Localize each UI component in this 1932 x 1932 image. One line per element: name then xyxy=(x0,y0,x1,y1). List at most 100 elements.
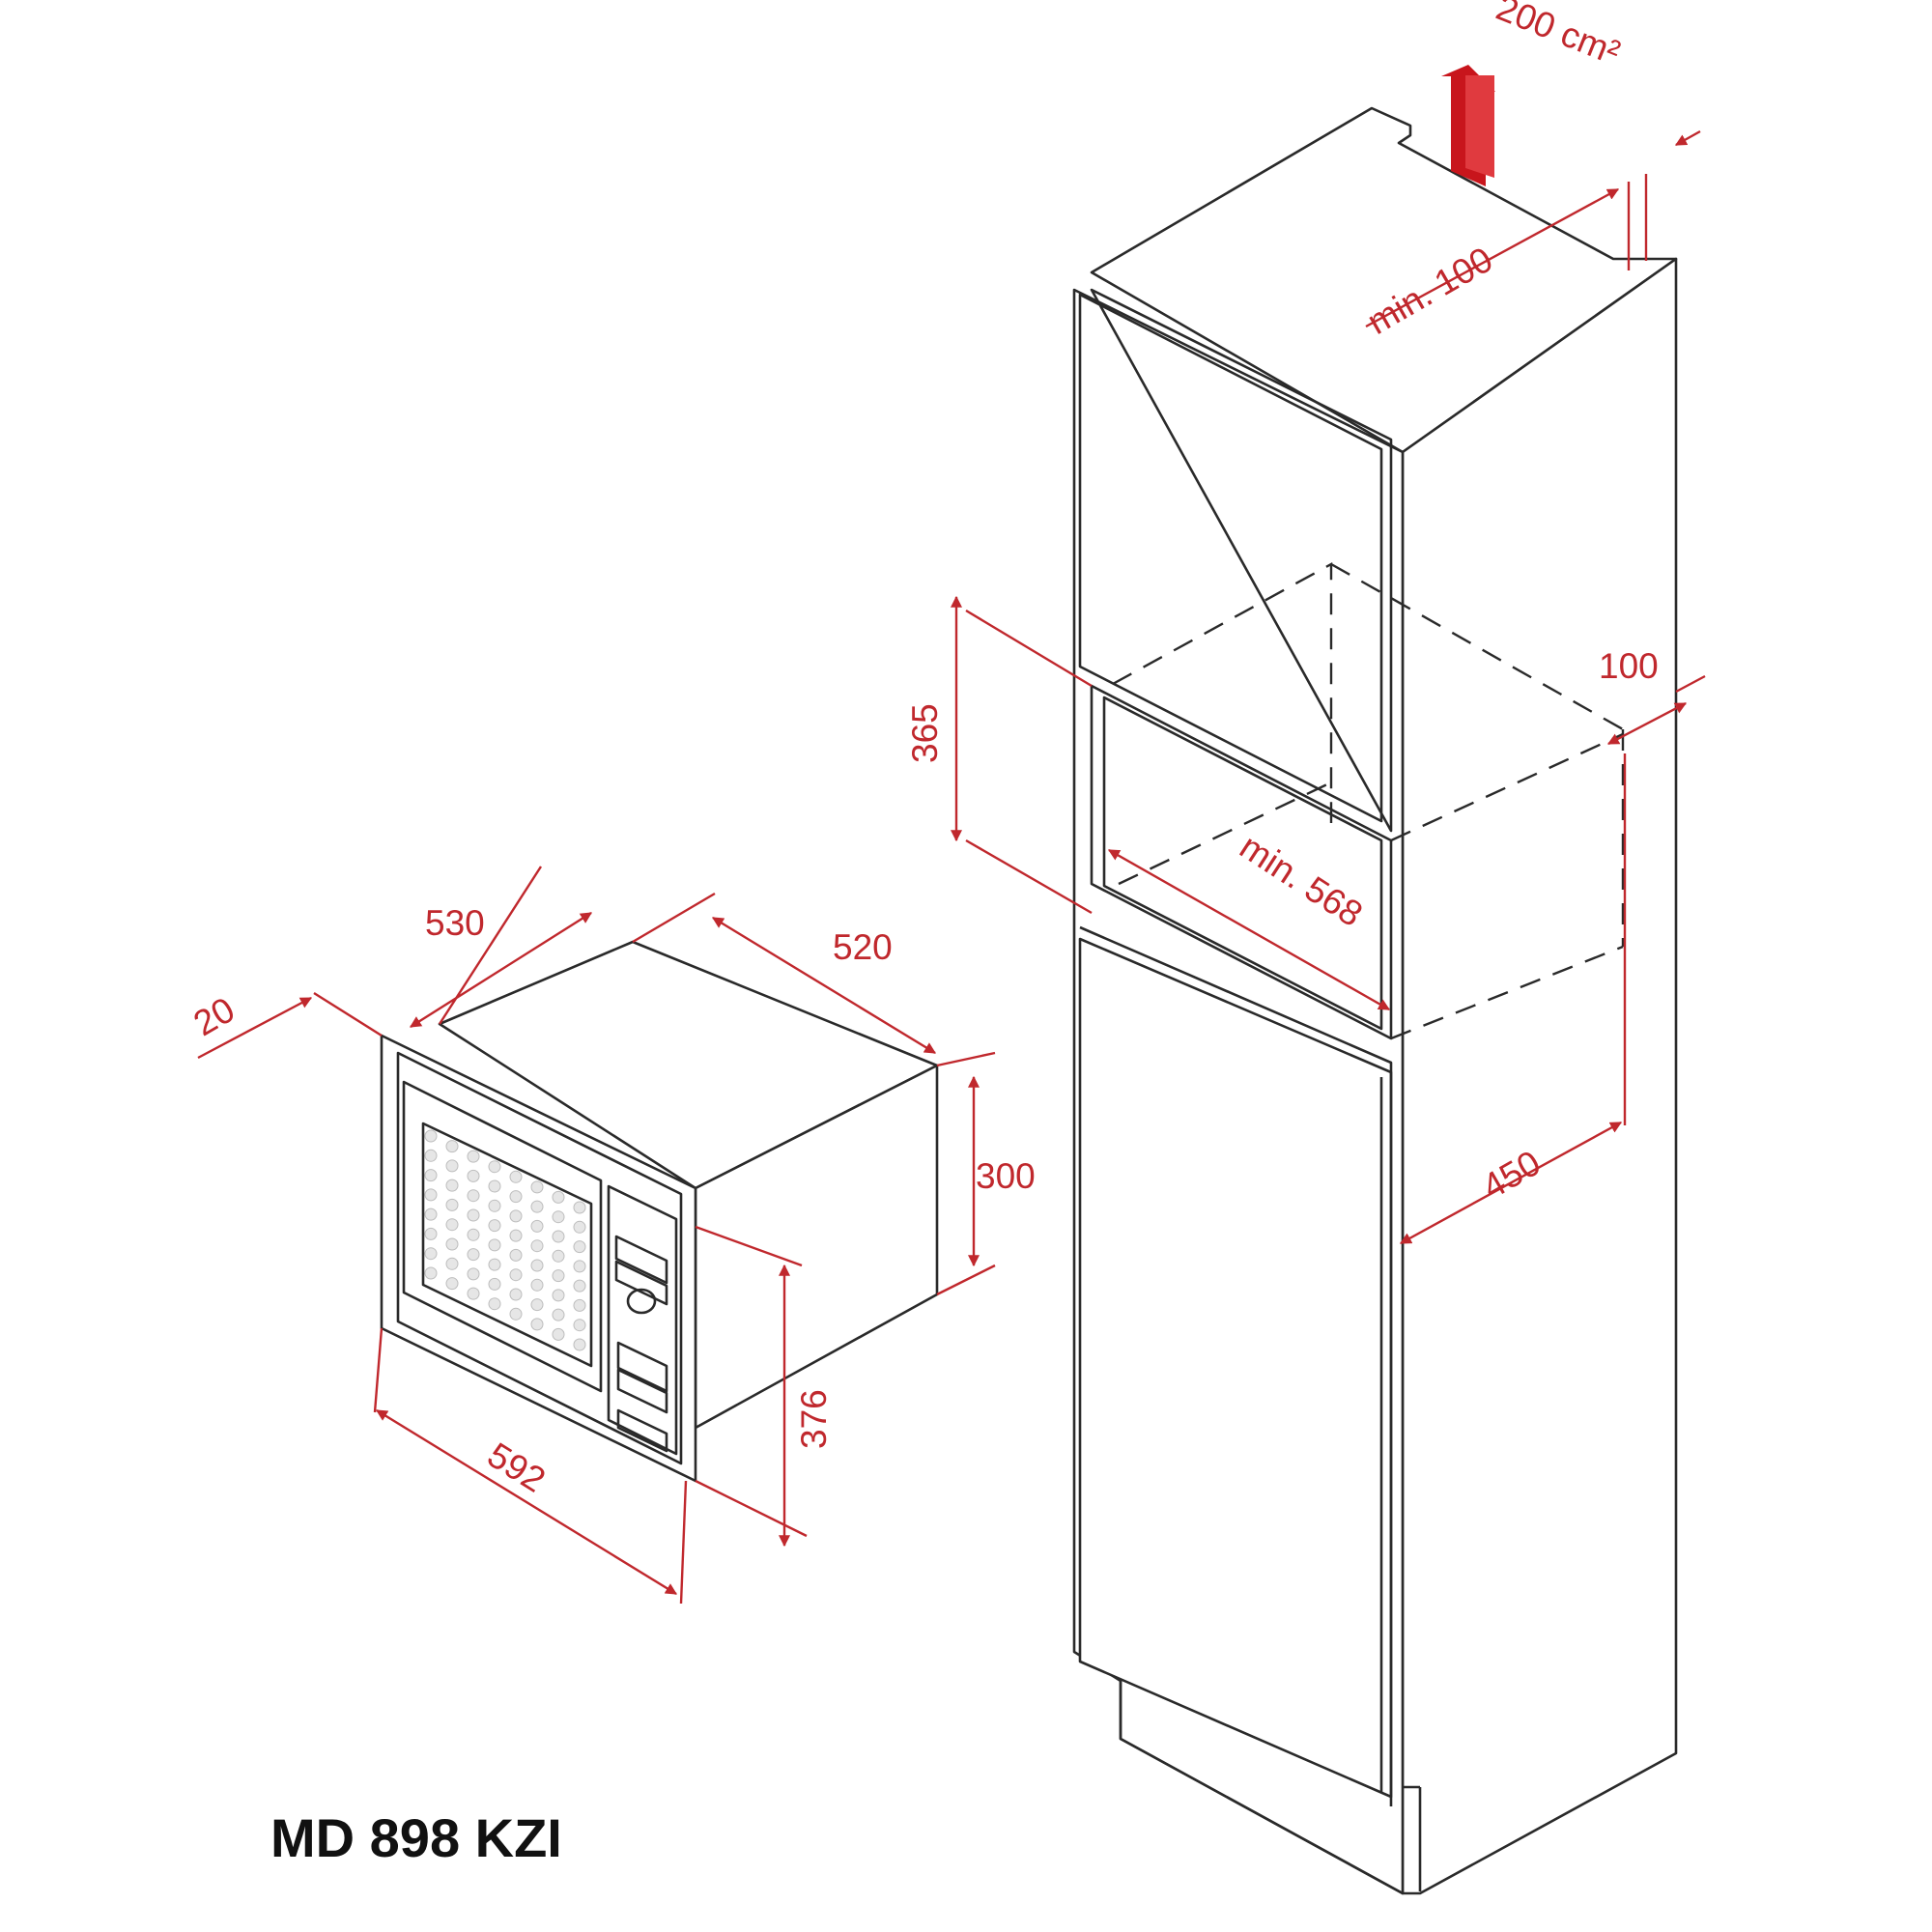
perforation-dot xyxy=(445,1277,459,1291)
perforation-dot xyxy=(424,1227,438,1240)
perforation-dot xyxy=(424,1149,438,1162)
perforation-dot xyxy=(509,1209,523,1223)
perforation-dot xyxy=(424,1129,438,1143)
perforation-dot xyxy=(467,1208,480,1222)
dim-line-frame-depth xyxy=(197,996,313,1060)
dim-line-niche-width xyxy=(1107,848,1391,1011)
perforation-dot xyxy=(552,1308,565,1321)
perforation-dot xyxy=(467,1248,480,1262)
perforation-dot xyxy=(573,1338,586,1351)
ext-line xyxy=(632,892,716,944)
perforation-dot xyxy=(488,1160,501,1174)
model-label: MD 898 KZI xyxy=(270,1807,562,1868)
perforation-dot xyxy=(424,1188,438,1202)
dim-label-frame-width: 592 xyxy=(481,1435,553,1499)
perforation-dot xyxy=(573,1240,586,1254)
perforation-dot xyxy=(509,1190,523,1204)
niche-floor-right-hidden xyxy=(1390,945,1624,1040)
perforation-dot xyxy=(552,1327,565,1341)
perforation-dot xyxy=(509,1288,523,1301)
perforation-dot xyxy=(509,1268,523,1282)
perforation-dot xyxy=(552,1289,565,1302)
ext-line xyxy=(1675,674,1706,694)
cabinet-side xyxy=(1401,257,1678,1895)
cabinet-drawing: 200 cm² min. 100 365 min. 568 100 450 xyxy=(905,0,1706,1895)
dim-label-niche-height: 365 xyxy=(905,703,945,763)
perforation-dot xyxy=(467,1150,480,1163)
ext-line xyxy=(373,1327,384,1413)
perforation-dot xyxy=(552,1190,565,1204)
dim-label-width: 530 xyxy=(425,903,485,943)
lower-door xyxy=(1078,937,1393,1799)
ventilation-arrow-shade xyxy=(1465,75,1494,178)
perforation-dot xyxy=(488,1258,501,1271)
perforation-dot xyxy=(530,1298,544,1312)
perforation-dot xyxy=(530,1180,544,1194)
microwave-frame-inner-edge xyxy=(396,1051,683,1465)
display-lower xyxy=(614,1260,668,1306)
perforation-dot xyxy=(424,1208,438,1221)
cabinet-plinth xyxy=(1119,1681,1404,1895)
perforation-dot xyxy=(552,1269,565,1283)
microwave-window xyxy=(421,1122,593,1368)
perforation-dot xyxy=(530,1219,544,1233)
dim-line-top-gap xyxy=(1365,187,1620,328)
ext-line xyxy=(936,1264,996,1296)
perforation-dot xyxy=(530,1318,544,1331)
microwave-window-perforation xyxy=(424,1129,586,1351)
perforation-dot xyxy=(467,1169,480,1182)
upper-door xyxy=(1078,293,1383,823)
dim-line-top-gap-outer xyxy=(1674,129,1701,147)
dim-label-height: 300 xyxy=(976,1156,1036,1196)
dim-line-width xyxy=(409,911,593,1029)
perforation-dot xyxy=(445,1159,459,1173)
niche-inner-edge xyxy=(1102,696,1383,1031)
perforation-dot xyxy=(424,1247,438,1261)
perforation-dot xyxy=(573,1260,586,1273)
dim-line-niche-depth xyxy=(1399,1121,1623,1245)
perforation-dot xyxy=(530,1239,544,1253)
ext-line xyxy=(679,1480,688,1605)
dim-line-depth xyxy=(711,916,937,1055)
ext-line xyxy=(936,1051,996,1067)
perforation-dot xyxy=(573,1220,586,1234)
perforation-dot xyxy=(509,1248,523,1262)
ext-line xyxy=(695,1225,803,1267)
microwave-door xyxy=(402,1080,603,1393)
perforation-dot xyxy=(552,1230,565,1243)
ext-line xyxy=(965,609,1093,688)
perforation-dot xyxy=(530,1278,544,1292)
dim-line-rear-gap xyxy=(1606,701,1688,746)
perforation-dot xyxy=(573,1279,586,1293)
dim-label-frame-height: 376 xyxy=(794,1389,834,1449)
perforation-dot xyxy=(509,1307,523,1321)
perforation-dot xyxy=(445,1257,459,1270)
perforation-dot xyxy=(467,1267,480,1281)
perforation-dot xyxy=(467,1287,480,1300)
perforation-dot xyxy=(573,1319,586,1332)
perforation-dot xyxy=(530,1200,544,1213)
perforation-dot xyxy=(552,1210,565,1224)
perforation-dot xyxy=(445,1140,459,1153)
perforation-dot xyxy=(573,1201,586,1214)
perforation-dot xyxy=(424,1266,438,1280)
perforation-dot xyxy=(467,1228,480,1241)
perforation-dot xyxy=(467,1189,480,1203)
button-upper xyxy=(616,1341,668,1393)
perforation-dot xyxy=(445,1179,459,1192)
perforation-dot xyxy=(488,1179,501,1193)
perforation-dot xyxy=(573,1298,586,1312)
perforation-dot xyxy=(488,1199,501,1212)
perforation-dot xyxy=(530,1259,544,1272)
perforation-dot xyxy=(488,1219,501,1233)
perforation-dot xyxy=(488,1277,501,1291)
dim-line-frame-width xyxy=(375,1408,678,1596)
perforation-dot xyxy=(552,1249,565,1263)
perforation-dot xyxy=(445,1198,459,1211)
perforation-dot xyxy=(509,1229,523,1242)
dim-label-depth: 520 xyxy=(833,927,893,967)
ext-line xyxy=(313,991,383,1037)
perforation-dot xyxy=(488,1238,501,1252)
dim-label-rear-gap: 100 xyxy=(1599,646,1659,686)
control-knob-icon xyxy=(626,1288,657,1315)
